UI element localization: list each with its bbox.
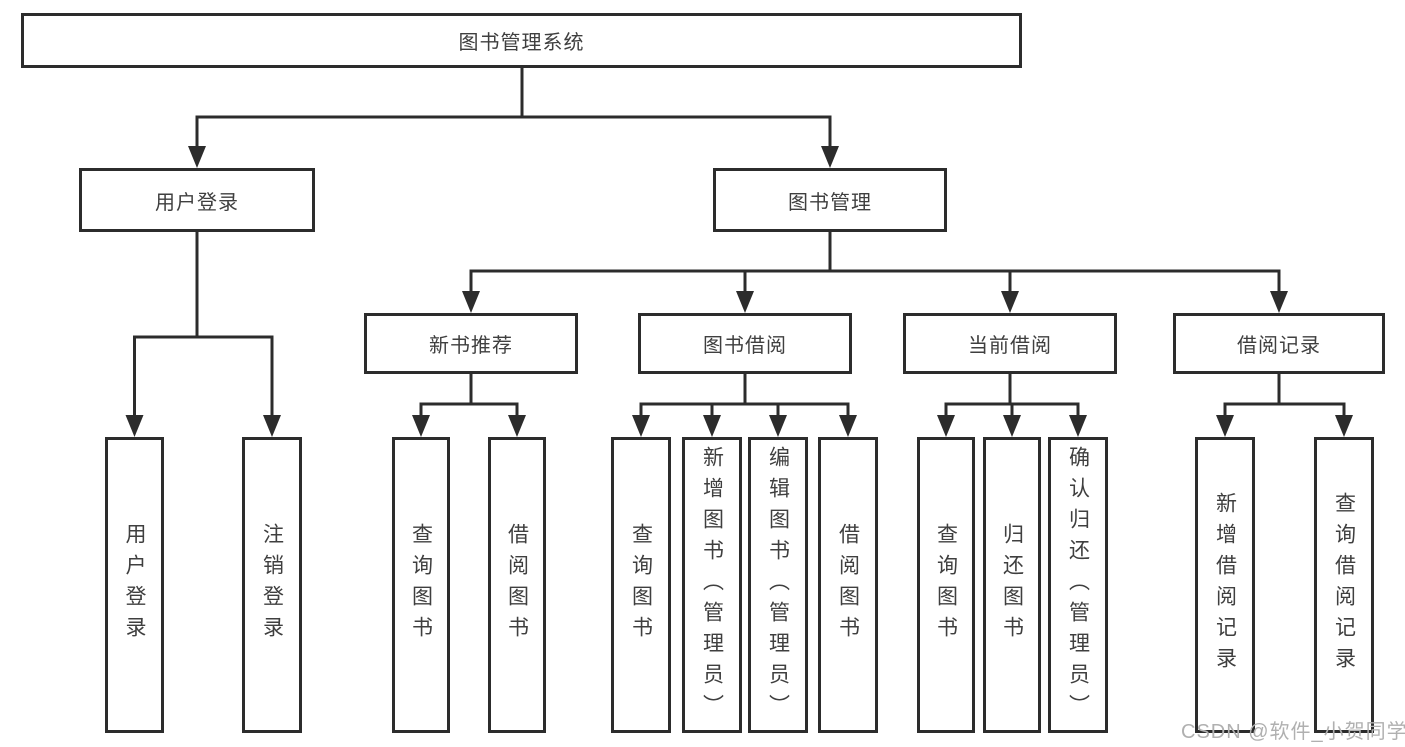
node-book-borrow: 图书借阅 (638, 313, 852, 374)
arrowhead-down-icon (263, 415, 281, 437)
arrowhead-down-icon (1335, 415, 1353, 437)
leaf-borrow-books-1: 借阅图书 (488, 437, 546, 733)
arrowhead-down-icon (1216, 415, 1234, 437)
arrowhead-down-icon (632, 415, 650, 437)
arrowhead-down-icon (769, 415, 787, 437)
leaf-edit-books-admin: 编辑图书（管理员） (748, 437, 808, 733)
node-borrow-records: 借阅记录 (1173, 313, 1385, 374)
leaf-logout: 注销登录 (242, 437, 302, 733)
node-book-management: 图书管理 (713, 168, 947, 232)
leaf-add-books-admin: 新增图书（管理员） (682, 437, 742, 733)
leaf-query-books-1: 查询图书 (392, 437, 450, 733)
leaf-borrow-books-2: 借阅图书 (818, 437, 878, 733)
node-user-login: 用户登录 (79, 168, 315, 232)
arrowhead-down-icon (1001, 291, 1019, 313)
arrowhead-down-icon (1003, 415, 1021, 437)
leaf-query-books-2: 查询图书 (611, 437, 671, 733)
arrowhead-down-icon (125, 415, 144, 437)
node-new-book-recommend: 新书推荐 (364, 313, 578, 374)
leaf-confirm-return-admin: 确认归还（管理员） (1048, 437, 1108, 733)
arrowhead-down-icon (1069, 415, 1087, 437)
arrowhead-down-icon (821, 146, 839, 168)
leaf-user-login: 用户登录 (105, 437, 164, 733)
node-root: 图书管理系统 (21, 13, 1022, 68)
leaf-query-borrow-record: 查询借阅记录 (1314, 437, 1374, 733)
arrowhead-down-icon (839, 415, 857, 437)
csdn-watermark: CSDN @软件_小贺同学 (1181, 721, 1405, 743)
leaf-query-books-3: 查询图书 (917, 437, 975, 733)
arrowhead-down-icon (703, 415, 721, 437)
arrowhead-down-icon (412, 415, 430, 437)
node-current-borrow: 当前借阅 (903, 313, 1117, 374)
leaf-return-books: 归还图书 (983, 437, 1041, 733)
leaf-add-borrow-record: 新增借阅记录 (1195, 437, 1255, 733)
arrowhead-down-icon (188, 146, 206, 168)
arrowhead-down-icon (508, 415, 526, 437)
arrowhead-down-icon (462, 291, 480, 313)
arrowhead-down-icon (937, 415, 955, 437)
arrowhead-down-icon (736, 291, 754, 313)
arrowhead-down-icon (1270, 291, 1288, 313)
